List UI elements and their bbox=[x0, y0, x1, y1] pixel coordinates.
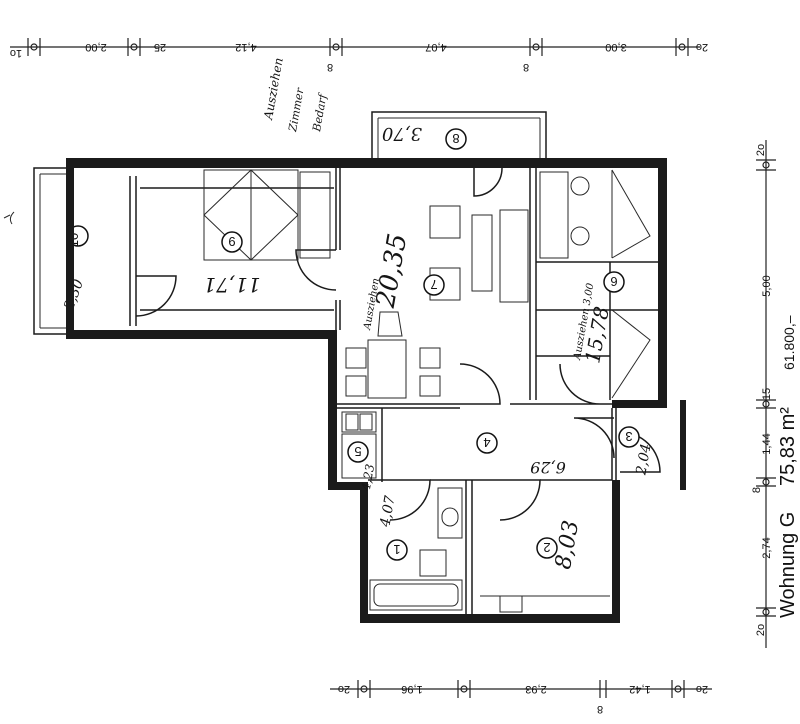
bedroom-2-furniture bbox=[480, 595, 610, 613]
dim-bottom-4: 1,42 bbox=[629, 683, 650, 695]
dim-right-0: 2o bbox=[755, 144, 767, 156]
dim-right-1: 5,00 bbox=[761, 275, 773, 296]
room-3-number: 3 bbox=[625, 429, 632, 444]
bathroom bbox=[369, 487, 463, 611]
dim-top-0: 1o bbox=[10, 47, 22, 59]
balcony-8: 3,70 8 bbox=[371, 111, 547, 160]
dim-top-8: 2o bbox=[696, 41, 708, 53]
bottom-dimension-line: 2o 1,96 2,93 8 1,42 2o bbox=[330, 680, 712, 715]
right-dimension-line: 2o 5,00 15 1,44 8 2,74 2o bbox=[751, 140, 776, 648]
dim-right-4: 8 bbox=[751, 487, 763, 493]
dim-top-6: 8 bbox=[523, 61, 529, 73]
dim-top-5: 4,07 bbox=[425, 41, 446, 53]
room-2-number: 2 bbox=[543, 540, 550, 555]
living-set bbox=[345, 205, 529, 399]
room-10-area: 2,30 bbox=[61, 277, 87, 313]
room-1-number: 1 bbox=[393, 542, 400, 557]
note-zimmer: Zimmer bbox=[286, 86, 307, 133]
dim-right-6: 2o bbox=[755, 624, 767, 636]
room-4-number: 4 bbox=[483, 435, 490, 450]
room-6-number: 6 bbox=[610, 274, 617, 289]
door-swings bbox=[135, 167, 661, 521]
dim-top-4: 8 bbox=[327, 61, 333, 73]
dim-bottom-3: 8 bbox=[597, 703, 603, 715]
room-8-number: 8 bbox=[452, 131, 459, 146]
room-2-area: 8,03 bbox=[551, 519, 584, 572]
dim-bottom-0: 2o bbox=[338, 683, 350, 695]
dim-bottom-5: 2o bbox=[696, 683, 708, 695]
room-9-number: 9 bbox=[228, 234, 235, 249]
bed bbox=[203, 169, 331, 261]
unit-name: Wohnung G bbox=[777, 512, 799, 618]
room-1-area: 4,07 bbox=[377, 494, 398, 529]
room-5-area: 4,23 bbox=[359, 463, 378, 493]
room-5-number: 5 bbox=[354, 444, 361, 459]
dim-right-3: 1,44 bbox=[761, 433, 773, 454]
partitions bbox=[129, 168, 660, 614]
room-9-area: 11,71 bbox=[203, 273, 260, 297]
note-ausziehen: Ausziehen bbox=[261, 57, 286, 122]
dim-right-5: 2,74 bbox=[761, 537, 773, 558]
kitchen bbox=[341, 411, 377, 479]
room-7-number: 7 bbox=[430, 277, 437, 292]
balcony-10: 10 2,30 bbox=[3, 167, 89, 335]
dim-right-2: 15 bbox=[761, 388, 773, 400]
dim-top-3: 4,12 bbox=[235, 41, 256, 53]
dim-bottom-1: 1,96 bbox=[401, 683, 422, 695]
top-dimension-line: 1o 2,00 25 4,12 8 4,07 8 3,00 2o bbox=[10, 38, 708, 73]
dim-bottom-2: 2,93 bbox=[525, 683, 546, 695]
note-bedarf: Bedarf bbox=[310, 91, 330, 133]
room-6-furniture bbox=[539, 169, 651, 399]
walls bbox=[66, 158, 686, 623]
furniture bbox=[203, 169, 651, 613]
dim-top-1: 2,00 bbox=[85, 41, 106, 53]
title-block: Wohnung G 75,83 m² 61.800,– bbox=[777, 315, 799, 618]
room-4-area: 6,29 bbox=[530, 458, 566, 477]
dim-top-2: 25 bbox=[154, 41, 166, 53]
dim-top-7: 3,00 bbox=[605, 41, 626, 53]
unit-area: 75,83 m² bbox=[777, 407, 799, 486]
room-markers: 9 11,71 7 20,35 Ausziehen 6 15,78 Auszie… bbox=[203, 231, 655, 572]
room-8-marker bbox=[445, 128, 467, 150]
room-8-area: 3,70 bbox=[382, 123, 422, 144]
unit-price: 61.800,– bbox=[781, 315, 797, 370]
room-3-area: 2,04 bbox=[633, 443, 654, 477]
